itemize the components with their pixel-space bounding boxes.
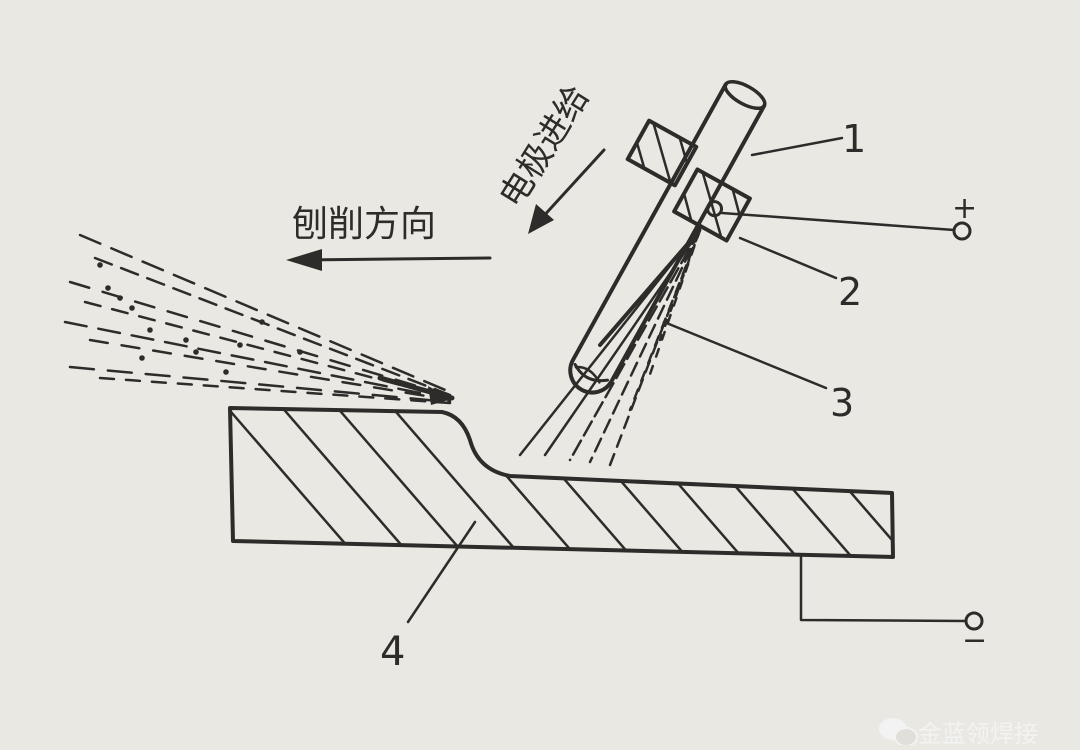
- compressed-air-jet: [518, 226, 702, 467]
- planing-direction-label: 刨削方向: [292, 204, 436, 245]
- watermark: 金蓝领焊接: [879, 718, 1038, 748]
- clamp-block-lower: [672, 167, 752, 243]
- label-1: 1: [842, 117, 866, 161]
- watermark-text: 金蓝领焊接: [918, 720, 1038, 745]
- label-2: 2: [838, 270, 862, 314]
- positive-terminal-icon: [952, 221, 972, 241]
- negative-terminal-icon: [964, 611, 984, 631]
- label-4: 4: [380, 629, 405, 675]
- positive-wire: [720, 211, 972, 241]
- minus-sign: −: [962, 623, 987, 658]
- molten-metal-spray: [63, 233, 455, 405]
- clamp-block-upper: [625, 118, 699, 188]
- negative-wire: [799, 553, 984, 631]
- wechat-icon: [879, 718, 918, 747]
- air-nozzle-icon: [706, 200, 724, 218]
- leader-lines: [406, 136, 844, 624]
- plus-sign: +: [952, 191, 977, 226]
- label-3: 3: [830, 381, 854, 425]
- spray-droplets: [97, 262, 303, 375]
- planing-direction-arrow: [286, 249, 492, 271]
- electrode-feed-arrow: [528, 148, 606, 234]
- electrode-feed-label: 电极进给: [492, 78, 598, 215]
